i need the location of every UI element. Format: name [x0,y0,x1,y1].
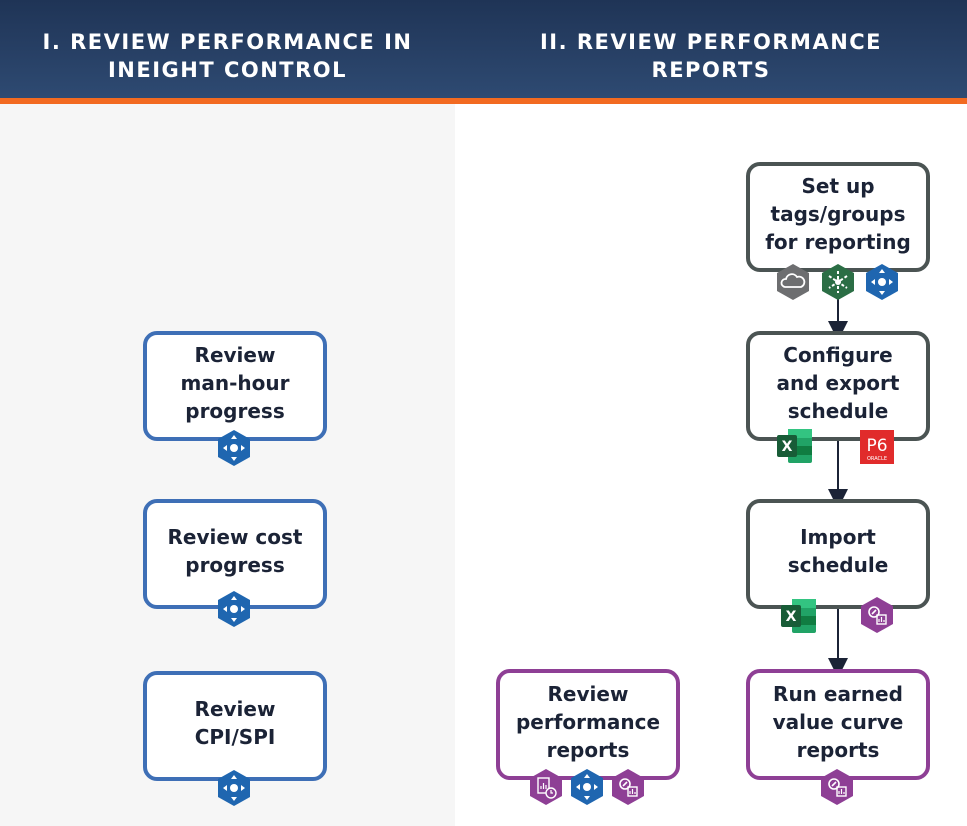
column-title-control: I. REVIEW PERFORMANCE IN INEIGHT CONTROL [42,30,413,82]
step-label: Review cost progress [167,525,303,577]
step-set-up-tags-groups: Set up tags/groups for reporting [746,162,930,272]
p6-icon-label: P6 [866,436,887,456]
step-label: Run earned value curve reports [772,681,904,762]
control-hex-icon [218,430,250,466]
control-hex-icon [866,264,898,300]
control-hex-icon [218,770,250,806]
p6-icon-sublabel: ORACLE [867,456,887,462]
excel-icon: X [781,599,816,633]
column-title-reports: II. REVIEW PERFORMANCE REPORTS [539,30,883,82]
report-hex-icon [821,769,853,805]
header-banner [0,0,967,98]
p6-icon: P6 ORACLE [860,430,894,464]
scheduled-report-hex-icon [530,769,562,805]
step-review-performance-reports: Review performance reports [496,669,680,780]
excel-icon-letter: X [782,439,793,455]
excel-icon: X [777,429,812,463]
step-configure-export-schedule: Configure and export schedule [746,331,930,441]
step-label: Review CPI/SPI [194,697,276,749]
step-label: Review performance reports [515,681,661,762]
cloud-hex-icon [777,264,809,300]
step-import-schedule: Import schedule [746,499,930,609]
step-label: Configure and export schedule [776,343,900,423]
excel-icon-letter: X [786,609,797,625]
platform-hex-icon [822,264,854,300]
control-hex-icon [571,769,603,805]
control-hex-icon [218,591,250,627]
step-label: Review man-hour progress [180,343,290,423]
report-hex-icon [612,769,644,805]
step-review-man-hour-progress: Review man-hour progress [143,331,327,441]
step-review-cpi-spi: Review CPI/SPI [143,671,327,781]
header-accent-rule [0,98,967,104]
step-label: Import schedule [787,525,889,577]
step-label: Set up tags/groups for reporting [765,174,911,254]
report-hex-icon [861,597,893,633]
step-run-earned-value-reports: Run earned value curve reports [746,669,930,780]
